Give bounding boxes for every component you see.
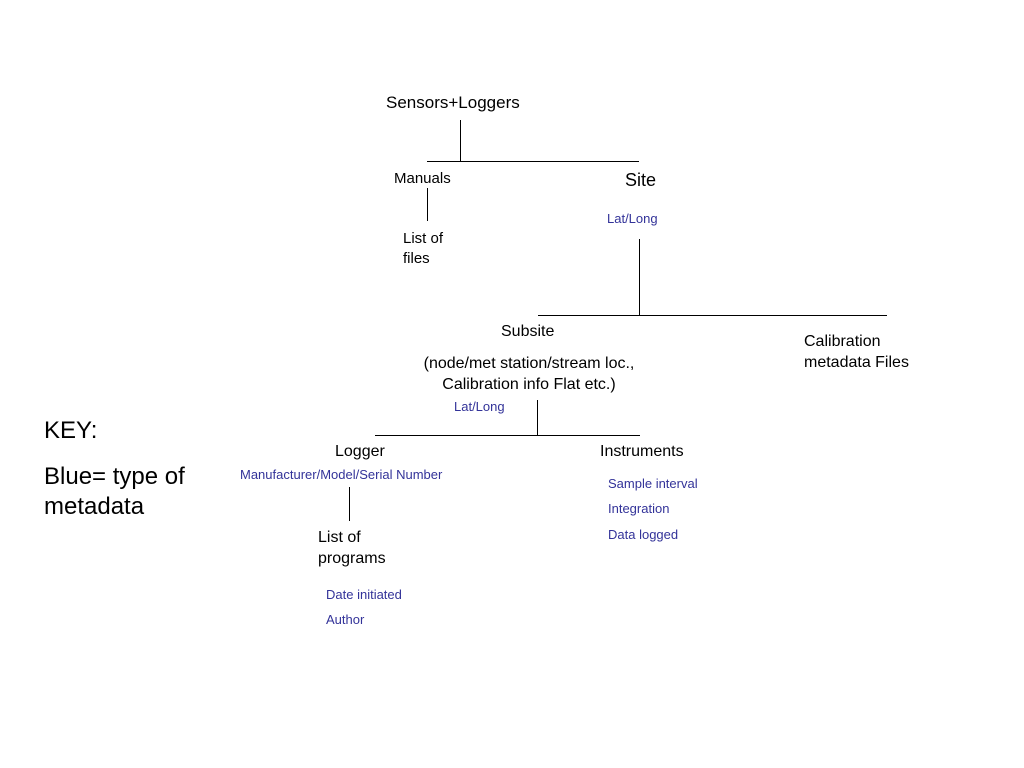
connector-manuals-stem bbox=[427, 188, 428, 221]
node-subsite: Subsite bbox=[501, 323, 555, 340]
subsite-description-line-1: (node/met station/stream loc., bbox=[423, 355, 635, 372]
connector-subsite-stem bbox=[537, 400, 538, 435]
key-description-line-1: Blue= type of bbox=[44, 463, 185, 490]
node-site: Site bbox=[625, 170, 657, 190]
instruments-metadata-sample-interval: Sample interval bbox=[608, 476, 698, 491]
programs-metadata-date-initiated: Date initiated bbox=[326, 587, 402, 602]
connector-site-stem bbox=[639, 239, 640, 315]
connector-logger-stem bbox=[349, 487, 350, 521]
list-of-programs-line-1: List of bbox=[318, 529, 361, 546]
node-calibration-metadata-files: Calibration metadata Files bbox=[804, 331, 909, 373]
node-instruments: Instruments bbox=[600, 443, 684, 460]
logger-metadata-manufacturer-model-serial: Manufacturer/Model/Serial Number bbox=[240, 467, 443, 482]
connector-subsite-bar bbox=[375, 435, 640, 436]
calibration-line-1: Calibration bbox=[804, 333, 881, 350]
instruments-metadata-integration: Integration bbox=[608, 501, 670, 516]
node-manuals: Manuals bbox=[394, 170, 451, 187]
list-of-files-line-1: List of bbox=[403, 230, 444, 247]
node-logger: Logger bbox=[335, 443, 385, 460]
node-list-of-files: List of files bbox=[403, 229, 443, 269]
site-metadata-lat-long: Lat/Long bbox=[607, 211, 658, 226]
list-of-files-line-2: files bbox=[403, 250, 430, 267]
node-subsite-description: (node/met station/stream loc., Calibrati… bbox=[404, 353, 654, 395]
key-description: Blue= type of metadata bbox=[44, 462, 185, 522]
connector-site-bar bbox=[538, 315, 887, 316]
programs-metadata-author: Author bbox=[326, 612, 365, 627]
node-list-of-programs: List of programs bbox=[318, 527, 386, 569]
key-description-line-2: metadata bbox=[44, 493, 145, 520]
connector-root-stem bbox=[460, 120, 461, 161]
list-of-programs-line-2: programs bbox=[318, 550, 386, 567]
calibration-line-2: metadata Files bbox=[804, 354, 909, 371]
instruments-metadata-data-logged: Data logged bbox=[608, 527, 679, 542]
key-title: KEY: bbox=[44, 417, 98, 444]
connector-root-bar bbox=[427, 161, 639, 162]
subsite-metadata-lat-long: Lat/Long bbox=[454, 399, 505, 414]
node-sensors-loggers: Sensors+Loggers bbox=[386, 93, 520, 112]
subsite-description-line-2: Calibration info Flat etc.) bbox=[442, 376, 616, 393]
